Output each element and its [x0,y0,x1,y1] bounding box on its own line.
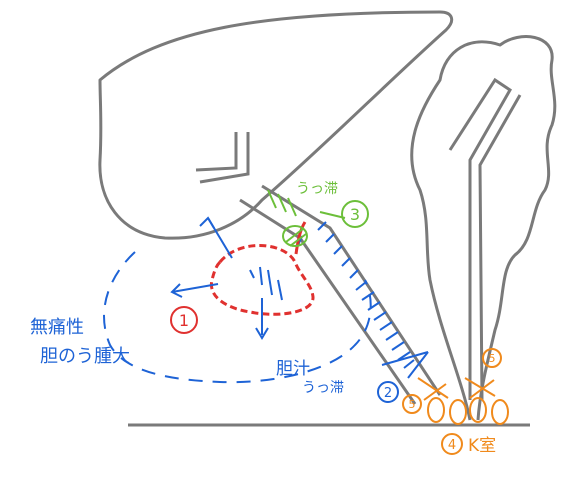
marker-1-text: 1 [179,311,189,330]
marker-5b-circle [482,348,502,368]
obstruction-cross-a [381,351,429,366]
marker-1-circle [170,306,198,334]
marker-5a-text: 5 [409,398,416,411]
painless-label-line2: 胆のう腫大 [40,346,130,367]
marker-3-text: 3 [350,205,360,224]
marker-5b-text: 5 [489,352,496,365]
sphincter-marks [417,377,509,425]
pancreas-outline [410,35,557,421]
enlarged-gallbladder-dashed [103,251,372,384]
bile-label-line1: 胆汁 [276,359,310,379]
marker-2-text: 2 [384,386,392,401]
marker-3-circle [341,200,369,228]
gallbladder-outline [209,244,315,316]
painless-label-line1: 無痛性 [30,317,84,338]
bile-duct-upper-wall [261,184,442,396]
bile-label-line2: うっ滞 [302,380,344,396]
marker-4-label: K室 [468,436,496,456]
marker-5a-circle [402,394,422,414]
liver-outline [98,10,454,240]
pancreatic-duct-right-wall [478,94,522,401]
marker-4-text: 4 [448,438,456,453]
obstruction-cross-b [407,351,429,379]
cystic-duct [294,221,307,255]
gallbladder-fill-strokes [249,266,283,301]
marker-4-circle [441,433,463,455]
hepatic-duct-left [195,132,238,172]
pancreatic-duct-left-wall [448,77,512,400]
bile-stasis-hatching [317,221,415,369]
marker-2-circle [377,381,399,403]
green-stasis-label: うっ滞 [296,181,338,197]
hepatic-duct-right [199,132,250,184]
green-stasis-marks [267,189,346,247]
bile-duct-lower-wall [239,198,417,405]
